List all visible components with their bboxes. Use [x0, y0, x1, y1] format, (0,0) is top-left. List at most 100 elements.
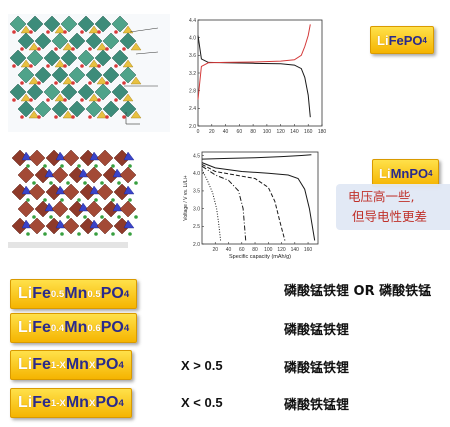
- mno6-octahedron: [51, 200, 69, 218]
- lithium-atom: [12, 98, 16, 102]
- mno6-octahedron: [62, 149, 80, 167]
- x-tick-label: 140: [291, 247, 300, 253]
- mno6-octahedron: [85, 166, 103, 184]
- lithium-atom: [111, 198, 115, 202]
- lithium-atom: [37, 115, 41, 119]
- lithium-atom: [80, 98, 84, 102]
- lithium-atom: [117, 215, 121, 219]
- lithium-atom: [122, 47, 126, 51]
- po4-tetrahedron: [62, 110, 74, 119]
- y-tick-label: 2.4: [189, 106, 196, 112]
- feo6-octahedron: [43, 83, 61, 101]
- y-tick-label: 4.5: [193, 153, 200, 159]
- y-tick-label: 2.8: [189, 88, 196, 94]
- y-axis-label: Voltage / V vs. Li/Li+: [183, 175, 189, 221]
- x-tick-label: 60: [239, 247, 245, 253]
- mno6-octahedron: [28, 217, 46, 235]
- lifepo4-crystal-structure-image: [8, 14, 170, 132]
- po4-tetrahedron: [96, 42, 108, 51]
- feo6-octahedron: [51, 100, 69, 118]
- y-tick-label: 3.0: [193, 206, 200, 212]
- x-tick-label: 100: [263, 129, 272, 135]
- lithium-atom: [20, 47, 24, 51]
- y-tick-label: 4.0: [193, 171, 200, 177]
- feo6-octahedron: [77, 83, 95, 101]
- lithium-atom: [63, 30, 67, 34]
- lithium-atom: [32, 215, 36, 219]
- y-tick-label: 3.2: [189, 71, 196, 77]
- lithium-atom: [60, 232, 64, 236]
- y-tick-label: 3.5: [193, 189, 200, 195]
- x-tick-label: 0: [197, 129, 200, 135]
- condition-row-4: X < 0.5: [181, 395, 223, 410]
- lithium-atom: [20, 115, 24, 119]
- feo6-octahedron: [77, 15, 95, 33]
- feo6-octahedron: [60, 49, 78, 67]
- lithium-atom: [77, 164, 81, 168]
- feo6-octahedron: [26, 15, 44, 33]
- lithium-atom: [29, 64, 33, 68]
- lithium-atom: [122, 115, 126, 119]
- feo6-octahedron: [102, 66, 120, 84]
- tooltip-line-2: 但导电性更差: [352, 209, 428, 224]
- lithium-atom: [100, 181, 104, 185]
- mno6-octahedron: [85, 200, 103, 218]
- limnpo4-crystal-structure-image: [8, 149, 138, 248]
- lithium-atom: [128, 232, 132, 236]
- y-tick-label: 2.5: [193, 224, 200, 230]
- y-tick-label: 2.0: [193, 242, 200, 248]
- lithium-atom: [54, 115, 58, 119]
- y-tick-label: 2.0: [189, 124, 196, 130]
- formula-name-row-2: 磷酸锰铁锂: [284, 323, 350, 338]
- mno6-octahedron: [17, 166, 35, 184]
- badge-li-text: Li: [379, 165, 391, 181]
- x-tick-label: 20: [209, 129, 215, 135]
- feo6-octahedron: [34, 32, 52, 50]
- lithium-atom: [43, 232, 47, 236]
- lithium-atom: [128, 164, 132, 168]
- po4-tetrahedron: [62, 76, 74, 85]
- mno6-octahedron: [96, 149, 114, 167]
- feo6-octahedron: [119, 100, 137, 118]
- feo6-octahedron: [119, 32, 137, 50]
- lithium-atom: [54, 47, 58, 51]
- lithium-atom: [43, 198, 47, 202]
- plot-frame: [201, 151, 319, 245]
- lithium-atom: [60, 164, 64, 168]
- lithium-atom: [26, 164, 30, 168]
- feo6-octahedron: [68, 100, 86, 118]
- mno6-octahedron: [51, 166, 69, 184]
- lithium-atom: [94, 232, 98, 236]
- lithium-atom: [134, 215, 138, 219]
- feo6-octahedron: [60, 83, 78, 101]
- badge-fepo-text: FePO: [388, 32, 423, 48]
- po4-tetrahedron: [130, 42, 142, 51]
- lithium-atom: [54, 81, 58, 85]
- lithium-atom: [97, 98, 101, 102]
- series-line-1: [201, 162, 316, 241]
- feo6-octahedron: [102, 100, 120, 118]
- feo6-octahedron: [60, 15, 78, 33]
- lithium-atom: [94, 164, 98, 168]
- po4-tetrahedron: [123, 151, 135, 161]
- lithium-atom: [63, 98, 67, 102]
- po4-tetrahedron: [96, 110, 108, 119]
- feo6-octahedron: [17, 100, 35, 118]
- lithium-atom: [77, 198, 81, 202]
- lithium-atom: [114, 98, 118, 102]
- series-line-5: [201, 154, 312, 160]
- feo6-octahedron: [94, 83, 112, 101]
- lithium-atom: [26, 232, 30, 236]
- lithium-atom: [46, 30, 50, 34]
- mno6-octahedron: [28, 183, 46, 201]
- feo6-octahedron: [34, 66, 52, 84]
- feo6-octahedron: [111, 49, 129, 67]
- lithium-atom: [122, 81, 126, 85]
- mno6-octahedron: [119, 166, 137, 184]
- lithium-atom: [71, 81, 75, 85]
